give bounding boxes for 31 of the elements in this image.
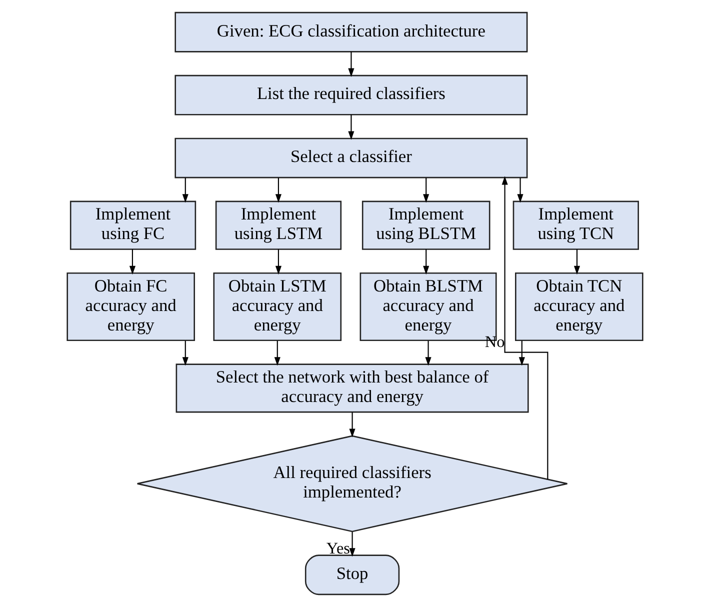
arrow — [348, 114, 354, 140]
arrow — [349, 412, 356, 438]
arrow — [274, 340, 280, 366]
arrow — [349, 532, 356, 557]
node-box: Select a classifier — [174, 138, 528, 178]
node-box: List the required classifiers — [174, 74, 528, 116]
node-box: Select the network with best balance of accuracy and energy — [176, 364, 529, 413]
arrow — [423, 249, 430, 275]
arrow — [574, 249, 580, 275]
node-diamond: All required classifiers implemented? — [136, 435, 568, 532]
node-box: Obtain FC accuracy and energy — [66, 272, 195, 342]
arrow — [182, 340, 188, 366]
node-box: Implement using LSTM — [215, 200, 342, 250]
node-box: Implement using FC — [70, 200, 196, 250]
arrow — [182, 178, 188, 203]
arrow — [502, 176, 548, 480]
arrow — [518, 340, 525, 366]
arrow — [275, 249, 282, 275]
node-box: Implement using TCN — [512, 200, 639, 250]
node-box: Given: ECG classification architecture — [174, 12, 528, 52]
node-box: Implement using BLSTM — [362, 200, 490, 250]
arrow — [129, 249, 136, 275]
arrow — [275, 178, 282, 203]
arrow — [423, 178, 430, 203]
arrow — [348, 52, 354, 77]
node-box: Stop — [304, 554, 400, 596]
edge-label: Yes — [326, 538, 350, 558]
arrow — [517, 178, 524, 203]
node-box: Obtain LSTM accuracy and energy — [213, 272, 342, 342]
arrow — [425, 340, 432, 366]
node-box: Obtain TCN accuracy and energy — [515, 272, 644, 342]
